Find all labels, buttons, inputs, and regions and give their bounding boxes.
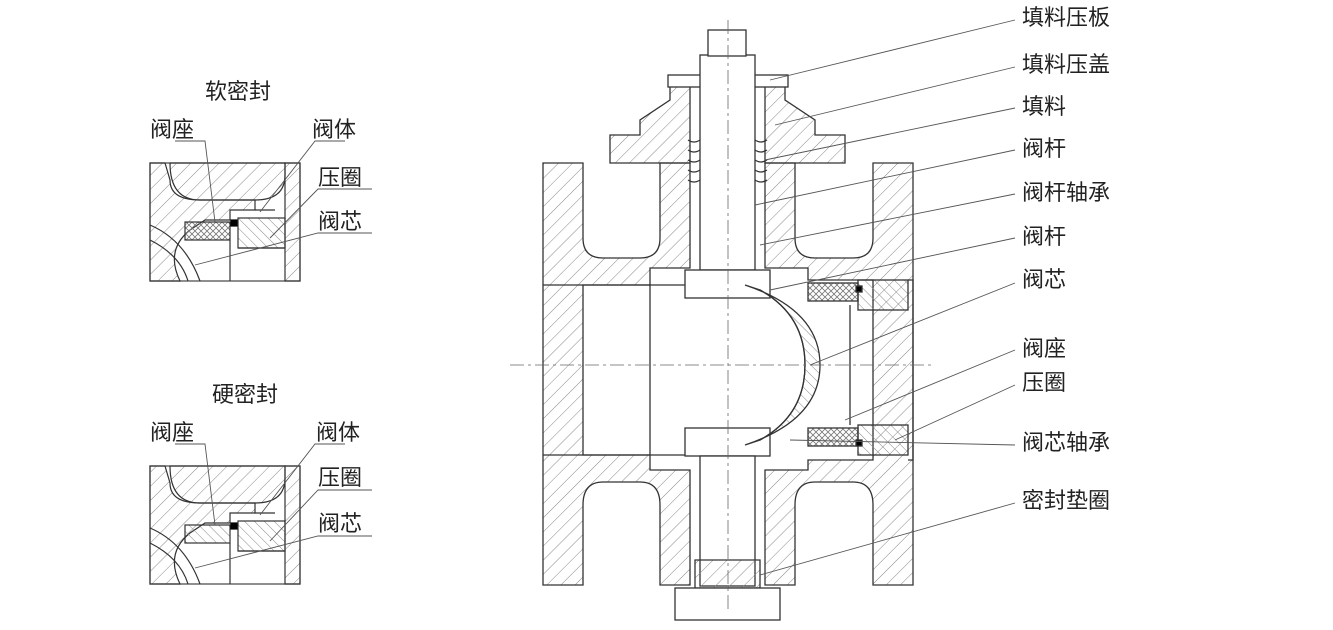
soft-seal-ring-label: 压圈 [318,166,363,191]
hard-seal-body-label: 阀体 [316,421,361,446]
label-core: 阀芯 [1022,268,1067,293]
main-leader-lines [754,19,1016,576]
hard-seal-detail [149,465,301,585]
label-ring: 压圈 [1022,371,1067,396]
label-stem-lower: 阀杆 [1022,225,1067,250]
main-valve-body [542,29,914,621]
label-seat: 阀座 [1022,337,1067,362]
hard-seal-title: 硬密封 [212,383,279,408]
center-lines [510,20,935,610]
soft-seal-seat-label: 阀座 [150,118,195,143]
label-stem-upper: 阀杆 [1022,137,1067,162]
soft-seal-core-label: 阀芯 [318,210,363,235]
soft-seal-title: 软密封 [205,80,272,105]
hard-seal-seat-label: 阀座 [150,421,195,446]
soft-seal-detail [149,162,301,282]
hard-seal-ring-label: 压圈 [318,466,363,491]
label-packing: 填料 [1022,95,1067,120]
label-packing-gland: 填料压盖 [1022,53,1111,78]
label-seal-gasket: 密封垫圈 [1022,489,1111,514]
hard-seal-core-label: 阀芯 [318,512,363,537]
detail-leader-lines [175,140,372,569]
label-packing-plate: 填料压板 [1022,6,1111,31]
label-core-bearing: 阀芯轴承 [1022,431,1111,456]
label-stem-bearing: 阀杆轴承 [1022,181,1111,206]
soft-seal-body-label: 阀体 [312,118,357,143]
